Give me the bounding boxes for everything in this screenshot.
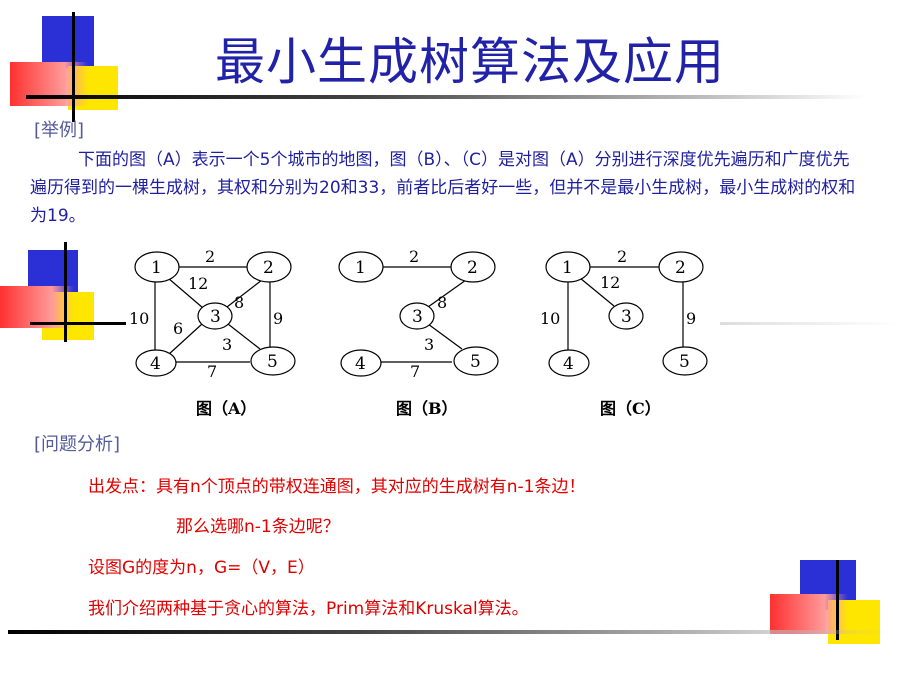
edge-weight: 3 bbox=[222, 335, 232, 354]
analysis-line-4: 我们介绍两种基于贪心的算法，Prim算法和Kruskal算法。 bbox=[88, 599, 529, 619]
decor-vertical-line-mid bbox=[64, 242, 67, 342]
node-a-3 bbox=[197, 302, 233, 330]
decor-red-bar-top bbox=[10, 62, 88, 106]
node-b-1 bbox=[338, 251, 384, 283]
edge-weight: 2 bbox=[409, 247, 419, 266]
node-b-3 bbox=[399, 302, 435, 330]
node-b-4 bbox=[340, 349, 382, 377]
node-b-5 bbox=[453, 346, 499, 376]
edge-a-2-3 bbox=[226, 279, 263, 308]
edge-weight: 3 bbox=[424, 335, 434, 354]
edge-weight: 7 bbox=[410, 362, 420, 381]
node-a-1 bbox=[134, 251, 180, 283]
decor-horizontal-line-mid bbox=[30, 322, 126, 325]
decor-red-bar-bottom bbox=[770, 594, 848, 634]
edge-weight: 7 bbox=[207, 362, 217, 381]
node-a-2 bbox=[246, 251, 292, 283]
node-c-4 bbox=[548, 349, 590, 377]
analysis-line-3: 设图G的度为n，G=（V，E） bbox=[88, 558, 315, 578]
page-title: 最小生成树算法及应用 bbox=[215, 33, 725, 91]
graph-a: 1 2 3 4 5 2 12 8 10 9 6 3 7 图（A） bbox=[129, 247, 296, 418]
node-label: 5 bbox=[267, 352, 278, 372]
example-section-label: [举例] bbox=[34, 120, 85, 141]
edge-weight: 2 bbox=[205, 247, 215, 266]
node-c-1 bbox=[545, 251, 591, 283]
graph-caption: 图（A） bbox=[196, 399, 256, 418]
edge-b-2-3 bbox=[427, 279, 467, 308]
edge-b-3-5 bbox=[427, 323, 463, 350]
node-label: 1 bbox=[355, 258, 366, 278]
title-underline bbox=[26, 95, 866, 99]
decor-vertical-line-top bbox=[72, 12, 75, 122]
footer-rule bbox=[8, 630, 888, 634]
graph-caption: 图（B） bbox=[396, 399, 458, 418]
edge-weight: 10 bbox=[540, 309, 560, 328]
graph-c: 1 2 3 4 5 2 12 10 9 图（C） bbox=[540, 247, 708, 418]
node-label: 5 bbox=[470, 352, 481, 372]
edge-weight: 8 bbox=[437, 293, 447, 312]
edge-weight: 9 bbox=[686, 309, 696, 328]
node-label: 1 bbox=[151, 258, 162, 278]
edge-weight: 6 bbox=[173, 319, 183, 338]
node-label: 1 bbox=[562, 258, 573, 278]
node-c-5 bbox=[662, 346, 708, 376]
node-label: 2 bbox=[263, 258, 274, 278]
edge-a-3-4 bbox=[167, 323, 203, 356]
edge-weight: 8 bbox=[234, 293, 244, 312]
example-paragraph: 下面的图（A）表示一个5个城市的地图，图（B）、（C）是对图（A）分别进行深度优… bbox=[30, 146, 860, 230]
edge-c-1-3 bbox=[579, 277, 615, 307]
graph-caption: 图（C） bbox=[600, 399, 661, 418]
decor-red-bar-mid bbox=[0, 286, 74, 328]
graph-b: 1 2 3 4 5 2 8 3 7 图（B） bbox=[338, 247, 499, 418]
analysis-line-1: 出发点：具有n个顶点的带权连通图，其对应的生成树有n-1条边！ bbox=[88, 477, 586, 497]
node-label: 2 bbox=[467, 258, 478, 278]
edge-weight: 10 bbox=[129, 309, 149, 328]
decor-faded-line-right bbox=[720, 322, 900, 325]
edge-weight: 2 bbox=[617, 247, 627, 266]
node-label: 5 bbox=[679, 352, 690, 372]
node-a-5 bbox=[250, 346, 296, 376]
node-c-3 bbox=[608, 302, 644, 330]
edge-weight: 9 bbox=[273, 309, 283, 328]
node-label: 2 bbox=[675, 258, 686, 278]
node-label: 3 bbox=[412, 307, 423, 327]
node-label: 4 bbox=[355, 354, 366, 374]
node-label: 4 bbox=[150, 354, 161, 374]
node-label: 4 bbox=[563, 354, 574, 374]
edge-weight: 12 bbox=[188, 274, 208, 293]
decor-vertical-line-bottom bbox=[836, 560, 839, 640]
node-label: 3 bbox=[210, 307, 221, 327]
node-c-2 bbox=[658, 251, 704, 283]
edge-a-1-3 bbox=[167, 277, 204, 309]
analysis-line-2: 那么选哪n-1条边呢？ bbox=[176, 517, 340, 537]
edge-a-3-5 bbox=[227, 323, 261, 350]
graphs-figure: 1 2 3 4 5 2 12 8 10 9 6 3 7 图（A） 1 2 3 4… bbox=[129, 247, 708, 418]
example-paragraph-text: 下面的图（A）表示一个5个城市的地图，图（B）、（C）是对图（A）分别进行深度优… bbox=[30, 150, 856, 226]
node-label: 3 bbox=[621, 307, 632, 327]
node-b-2 bbox=[450, 251, 496, 283]
decor-blue-square-top bbox=[42, 16, 94, 68]
node-a-4 bbox=[135, 349, 177, 377]
edge-weight: 12 bbox=[600, 273, 620, 292]
analysis-section-label: [问题分析] bbox=[34, 434, 121, 455]
